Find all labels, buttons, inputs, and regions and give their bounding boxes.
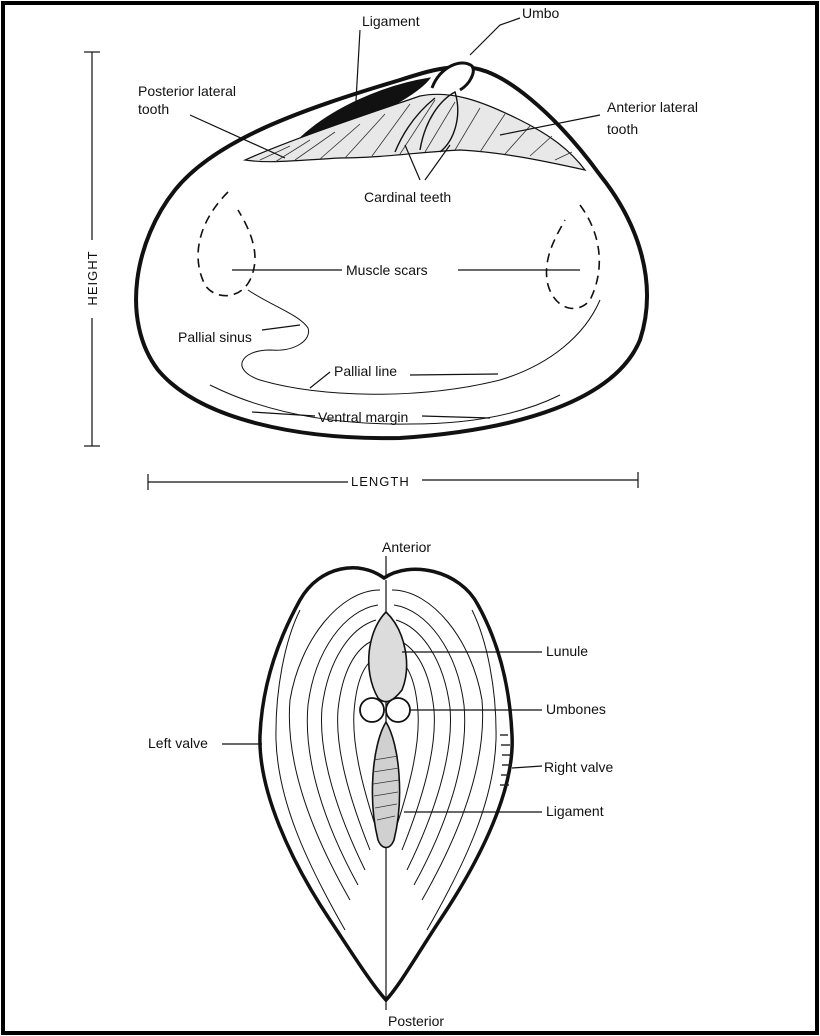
label-ligament-dorsal: Ligament — [546, 803, 604, 819]
label-ligament: Ligament — [362, 13, 420, 29]
label-anterior-lateral-tooth-line1: Anterior lateral — [607, 99, 698, 115]
label-height: HEIGHT — [85, 250, 100, 305]
label-left-valve: Left valve — [148, 735, 208, 751]
label-anterior: Anterior — [382, 539, 431, 555]
label-lunule: Lunule — [546, 643, 588, 659]
valve-interior-view: Ligament Umbo Posterior lateral tooth An… — [84, 5, 698, 490]
label-pallial-sinus: Pallial sinus — [178, 329, 252, 345]
label-posterior: Posterior — [388, 1013, 444, 1029]
label-posterior-lateral-tooth-line1: Posterior lateral — [138, 83, 236, 99]
label-length: LENGTH — [351, 474, 410, 489]
umbo-right — [386, 698, 410, 722]
leader-right-valve — [512, 766, 542, 768]
dorsal-view: Anterior Lunule Umbones Left valve Right… — [148, 539, 613, 1029]
label-ventral-margin: Ventral margin — [318, 409, 408, 425]
label-posterior-lateral-tooth-line2: tooth — [138, 101, 169, 117]
label-cardinal-teeth: Cardinal teeth — [364, 189, 451, 205]
label-umbo: Umbo — [522, 5, 560, 21]
leader-umbo — [470, 18, 520, 55]
label-right-valve: Right valve — [544, 759, 613, 775]
umbo-beak — [432, 63, 473, 90]
label-pallial-line: Pallial line — [334, 363, 397, 379]
umbo-left — [360, 698, 384, 722]
label-umbones: Umbones — [546, 701, 606, 717]
label-muscle-scars: Muscle scars — [346, 262, 428, 278]
label-anterior-lateral-tooth-line2: tooth — [607, 121, 638, 137]
